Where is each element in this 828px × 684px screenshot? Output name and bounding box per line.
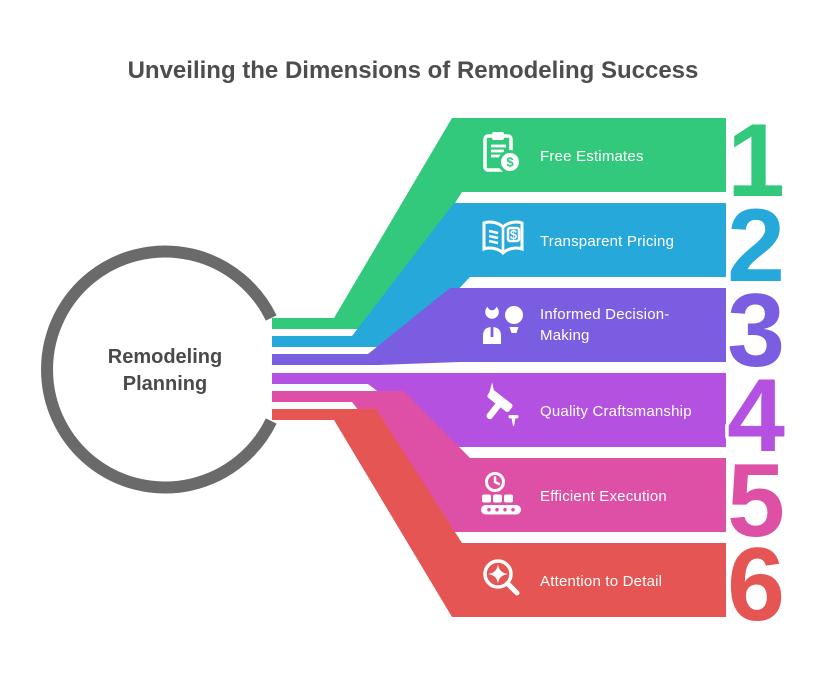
page-title: Unveiling the Dimensions of Remodeling S… xyxy=(128,57,699,84)
band-label: Free Estimates xyxy=(540,148,644,165)
band-label: Attention to Detail xyxy=(540,573,662,590)
band-transparent-pricing: $ Transparent Pricing 2 xyxy=(272,185,788,347)
dollar-glyph: $ xyxy=(506,155,514,170)
clipboard-dollar-icon: $ xyxy=(483,132,522,174)
band-label: Quality Craftsmanship xyxy=(540,403,692,420)
band-ribbon xyxy=(272,288,726,365)
band-informed-decision-making: Informed Decision- Making 3 xyxy=(272,270,788,393)
center-circle: Remodeling Planning xyxy=(41,245,277,494)
band-attention-to-detail: Attention to Detail 6 xyxy=(272,409,788,647)
band-number: 6 xyxy=(727,527,785,643)
circle-ring xyxy=(41,245,277,494)
band-number: 3 xyxy=(727,273,785,389)
hammer-nail-icon xyxy=(486,382,519,426)
band-free-estimates: $ Free Estimates 1 xyxy=(272,100,788,329)
band-label: Transparent Pricing xyxy=(540,233,674,250)
magnifier-sparkle-icon xyxy=(483,559,520,596)
band-ribbon xyxy=(272,203,726,347)
band-ribbon xyxy=(272,409,726,617)
center-label-line1: Remodeling xyxy=(108,346,222,368)
dollar-glyph: $ xyxy=(510,227,518,242)
band-label: Efficient Execution xyxy=(540,488,667,505)
band-number: 5 xyxy=(727,443,785,559)
book-dollar-icon: $ xyxy=(482,220,524,256)
band-ribbon xyxy=(272,118,726,329)
band-label: Informed Decision- xyxy=(540,306,669,323)
band-label: Making xyxy=(540,327,590,344)
band-number: 2 xyxy=(727,188,785,304)
clock-conveyor-icon xyxy=(481,472,521,515)
person-lightbulb-icon xyxy=(483,302,523,344)
nail xyxy=(508,415,519,426)
band-number: 4 xyxy=(727,358,785,474)
center-label-line2: Planning xyxy=(123,373,207,395)
band-number: 1 xyxy=(727,103,785,219)
